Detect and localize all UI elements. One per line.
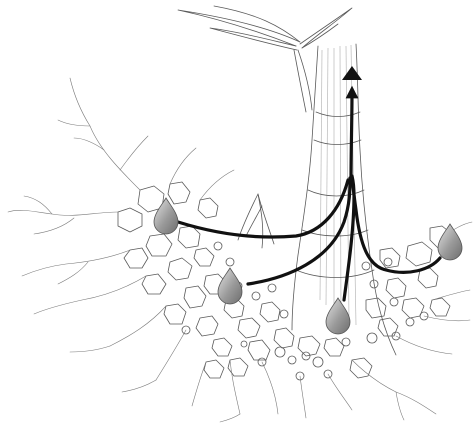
roots (8, 78, 472, 422)
water-droplet-icon (438, 224, 462, 260)
leaves (178, 6, 352, 112)
flow-path-trunk (351, 92, 352, 180)
sprout (238, 194, 274, 248)
flow-path-left (178, 180, 348, 237)
water-flow-paths (178, 92, 440, 300)
flow-path-right (352, 178, 440, 272)
flow-path-middle (248, 178, 350, 284)
arrow-up-icon (342, 66, 362, 80)
water-droplet-icon (326, 298, 350, 334)
water-droplet-icon (154, 198, 178, 234)
water-droplet-icon (218, 268, 242, 304)
